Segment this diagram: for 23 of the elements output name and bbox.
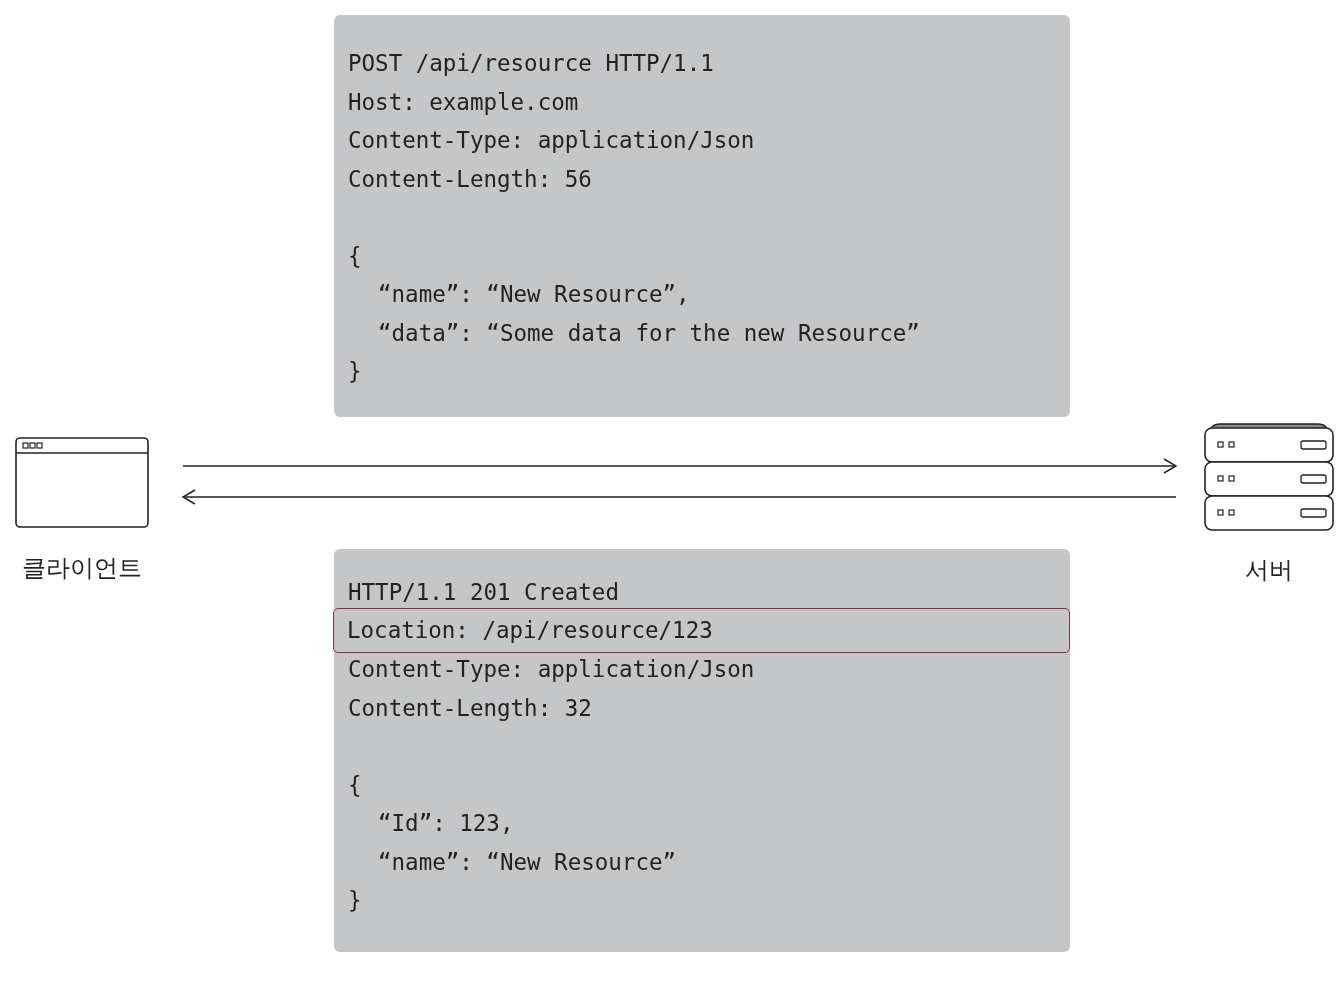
code-line: “name”: “New Resource” [378, 847, 676, 877]
code-panel [334, 15, 1070, 417]
code-line: Content-Length: 32 [348, 693, 592, 723]
actor-label: 클라이언트 [22, 553, 142, 584]
code-line: Host: example.com [348, 87, 579, 117]
code-line: “data”: “Some data for the new Resource” [378, 318, 920, 348]
code-line: HTTP/1.1 201 Created [348, 578, 619, 607]
code-line: “Id”: 123, [378, 809, 514, 838]
code-line: } [348, 357, 362, 386]
actor-label: 서버 [1245, 555, 1293, 586]
highlight-box [333, 608, 1070, 653]
code-line: Content-Type: application/Json [348, 655, 755, 684]
code-line: POST /api/resource HTTP/1.1 [348, 49, 714, 78]
arrow [182, 489, 1177, 505]
code-panel [334, 549, 1070, 952]
code-line: { [348, 241, 362, 271]
code-line: Content-Length: 56 [348, 164, 592, 194]
arrow [182, 458, 1177, 474]
code-line: Location: /api/resource/123 [347, 616, 713, 645]
code-line: Content-Type: application/Json [348, 126, 755, 155]
code-line: } [348, 886, 362, 915]
code-line: “name”: “New Resource”, [378, 280, 690, 309]
code-line: { [348, 770, 362, 800]
